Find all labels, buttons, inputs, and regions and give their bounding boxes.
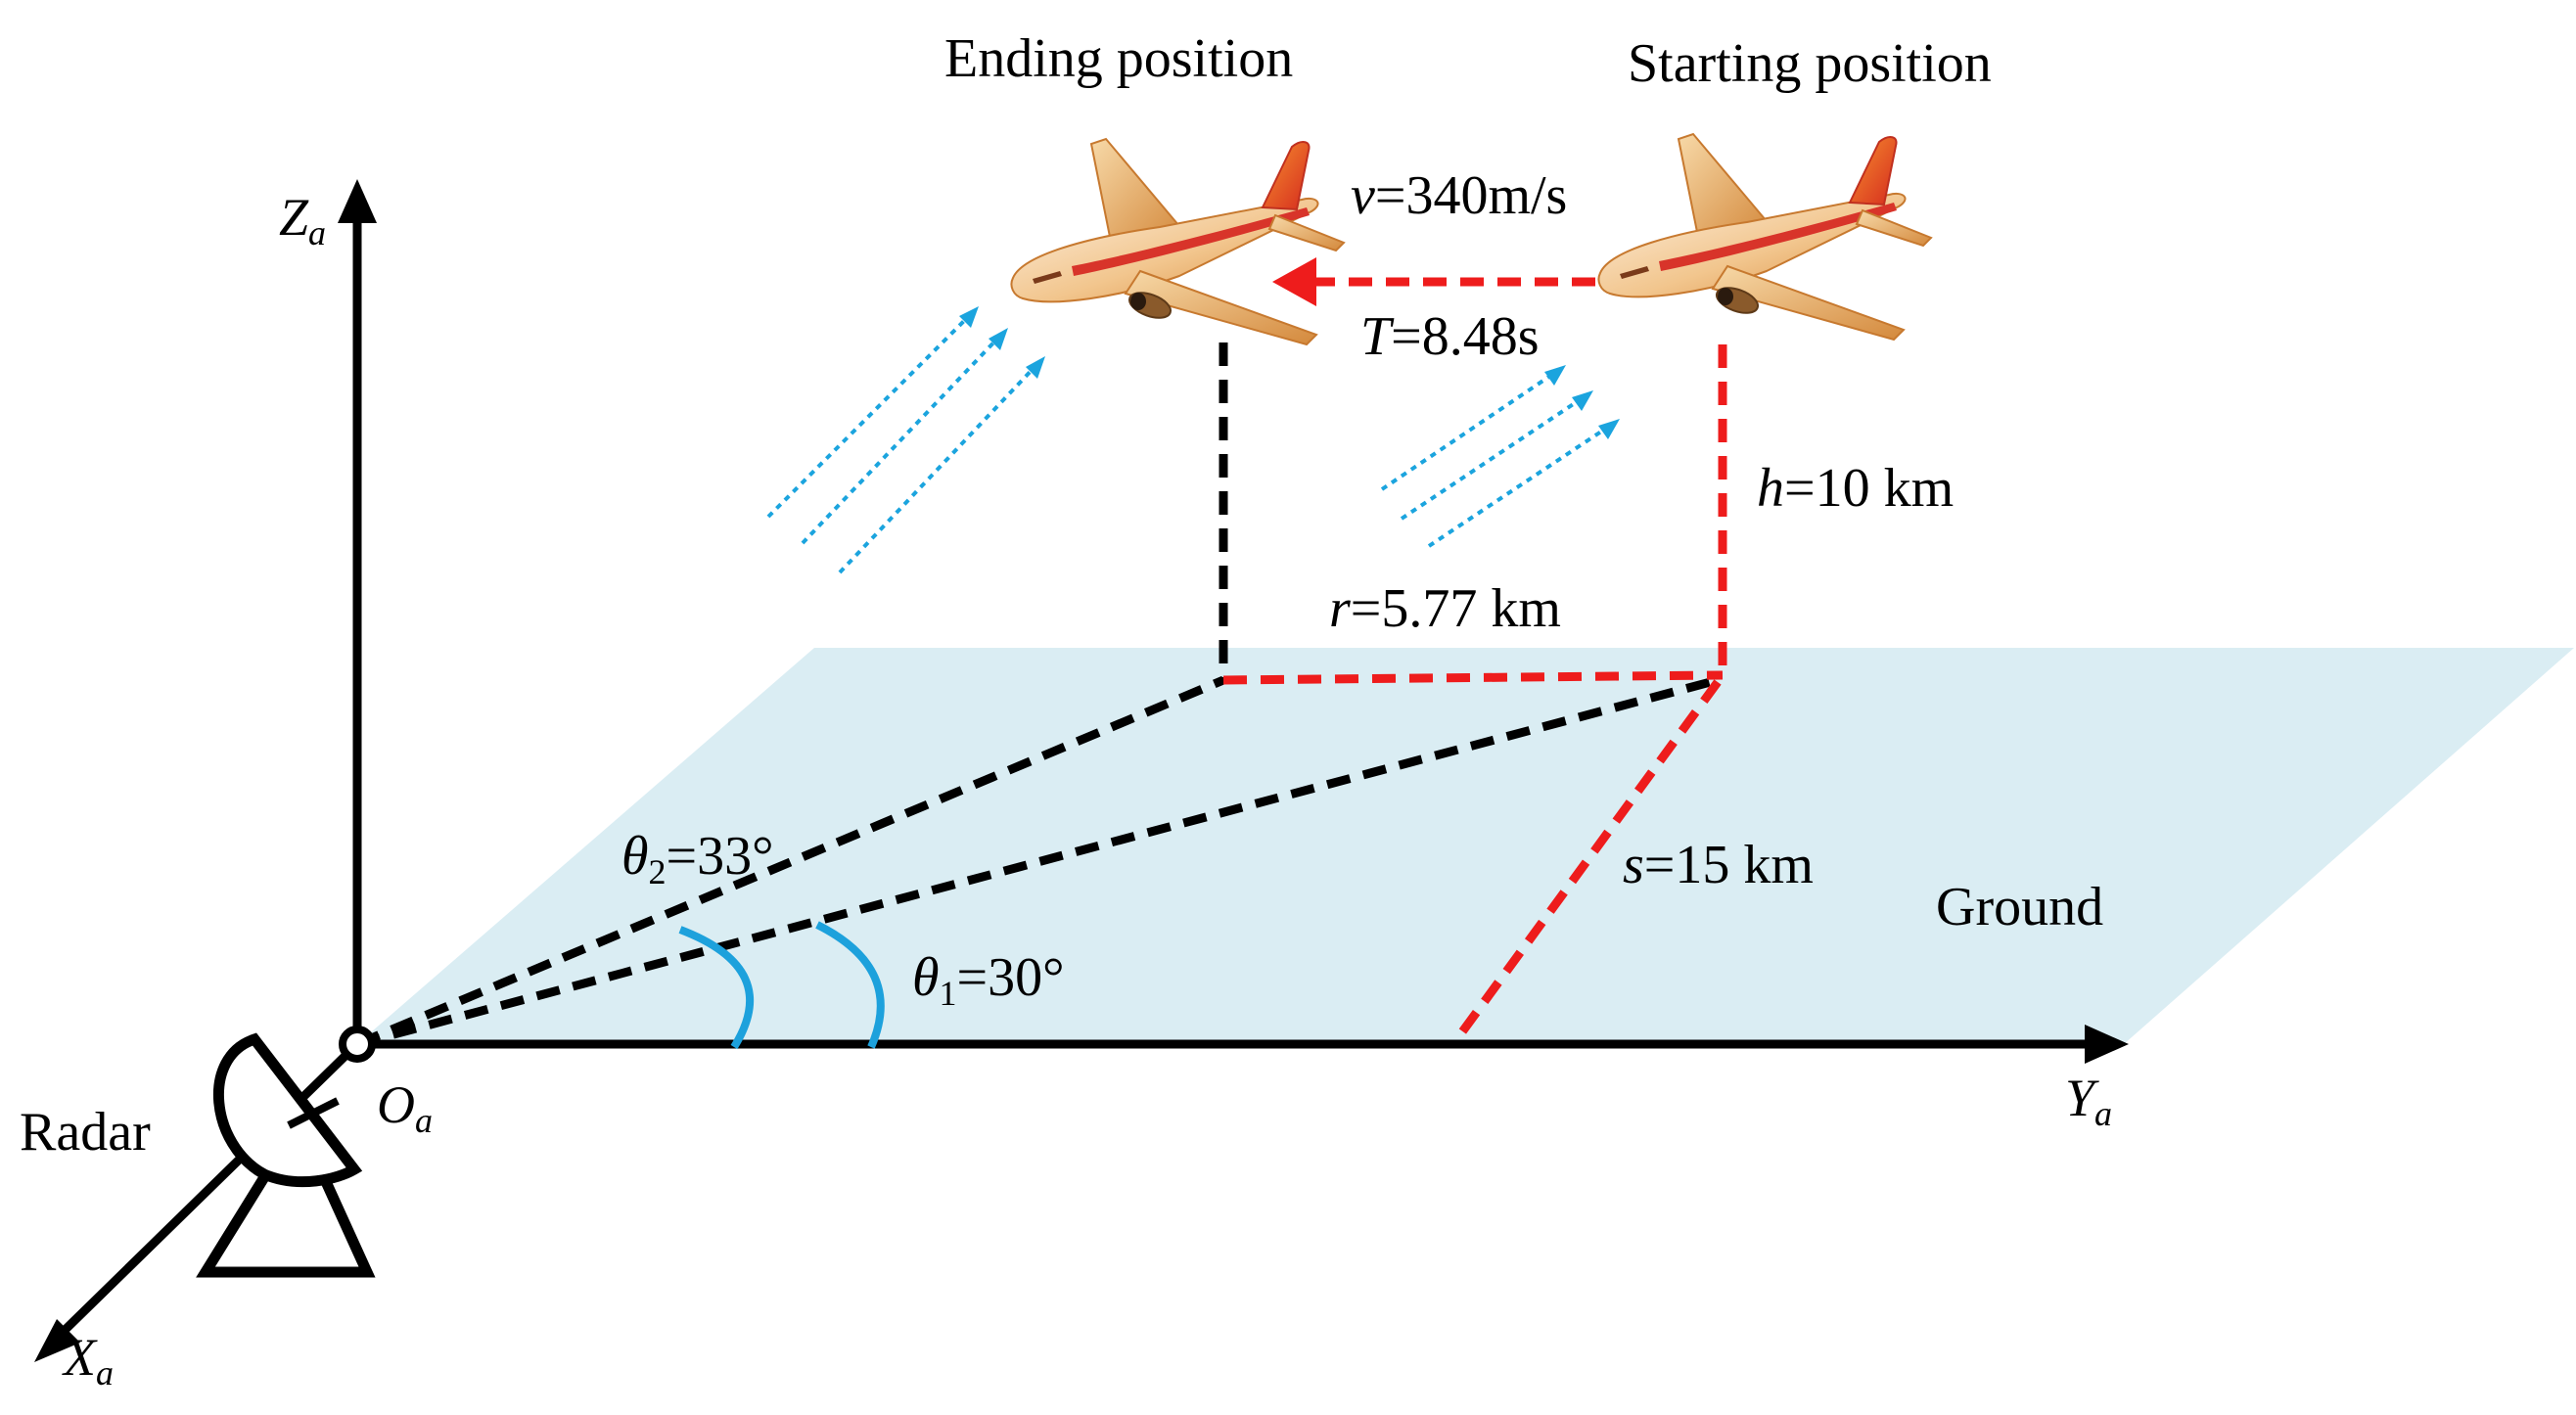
velocity-label: v=340m/s	[1351, 165, 1567, 226]
airplane-icon	[1010, 138, 1345, 345]
red-flight-arrowhead	[1272, 257, 1316, 306]
offset-label: s=15 km	[1623, 835, 1814, 895]
range-label: r=5.77 km	[1329, 578, 1561, 639]
red-dashed-lines	[1222, 277, 1727, 1040]
x-axis-label: Xa	[62, 1328, 114, 1392]
signal-wave-arrowheads	[959, 306, 1620, 439]
height-label: h=10 km	[1757, 458, 1954, 519]
time-label: T=8.48s	[1360, 306, 1540, 367]
theta2-label: θ2=33°	[621, 826, 774, 891]
radar-dish-icon	[196, 1032, 376, 1278]
theta1-label: θ1=30°	[912, 947, 1065, 1013]
airplane-icon	[1597, 133, 1932, 341]
y-axis-label: Ya	[2065, 1069, 2112, 1133]
ground-label: Ground	[1936, 877, 2103, 937]
ground-plane	[357, 648, 2574, 1044]
origin-point	[339, 1026, 376, 1063]
black-dashed-lines	[355, 342, 1720, 1049]
z-axis-label: Za	[279, 188, 326, 252]
axis-arrowheads	[34, 179, 2129, 1362]
ending-position-label: Ending position	[944, 28, 1293, 89]
radar-label: Radar	[20, 1102, 151, 1163]
origin-label: Oa	[377, 1075, 433, 1140]
signal-wave-icon	[766, 311, 1612, 574]
starting-position-label: Starting position	[1628, 33, 1992, 94]
angle-arcs	[678, 921, 885, 1050]
axes	[45, 201, 2099, 1349]
